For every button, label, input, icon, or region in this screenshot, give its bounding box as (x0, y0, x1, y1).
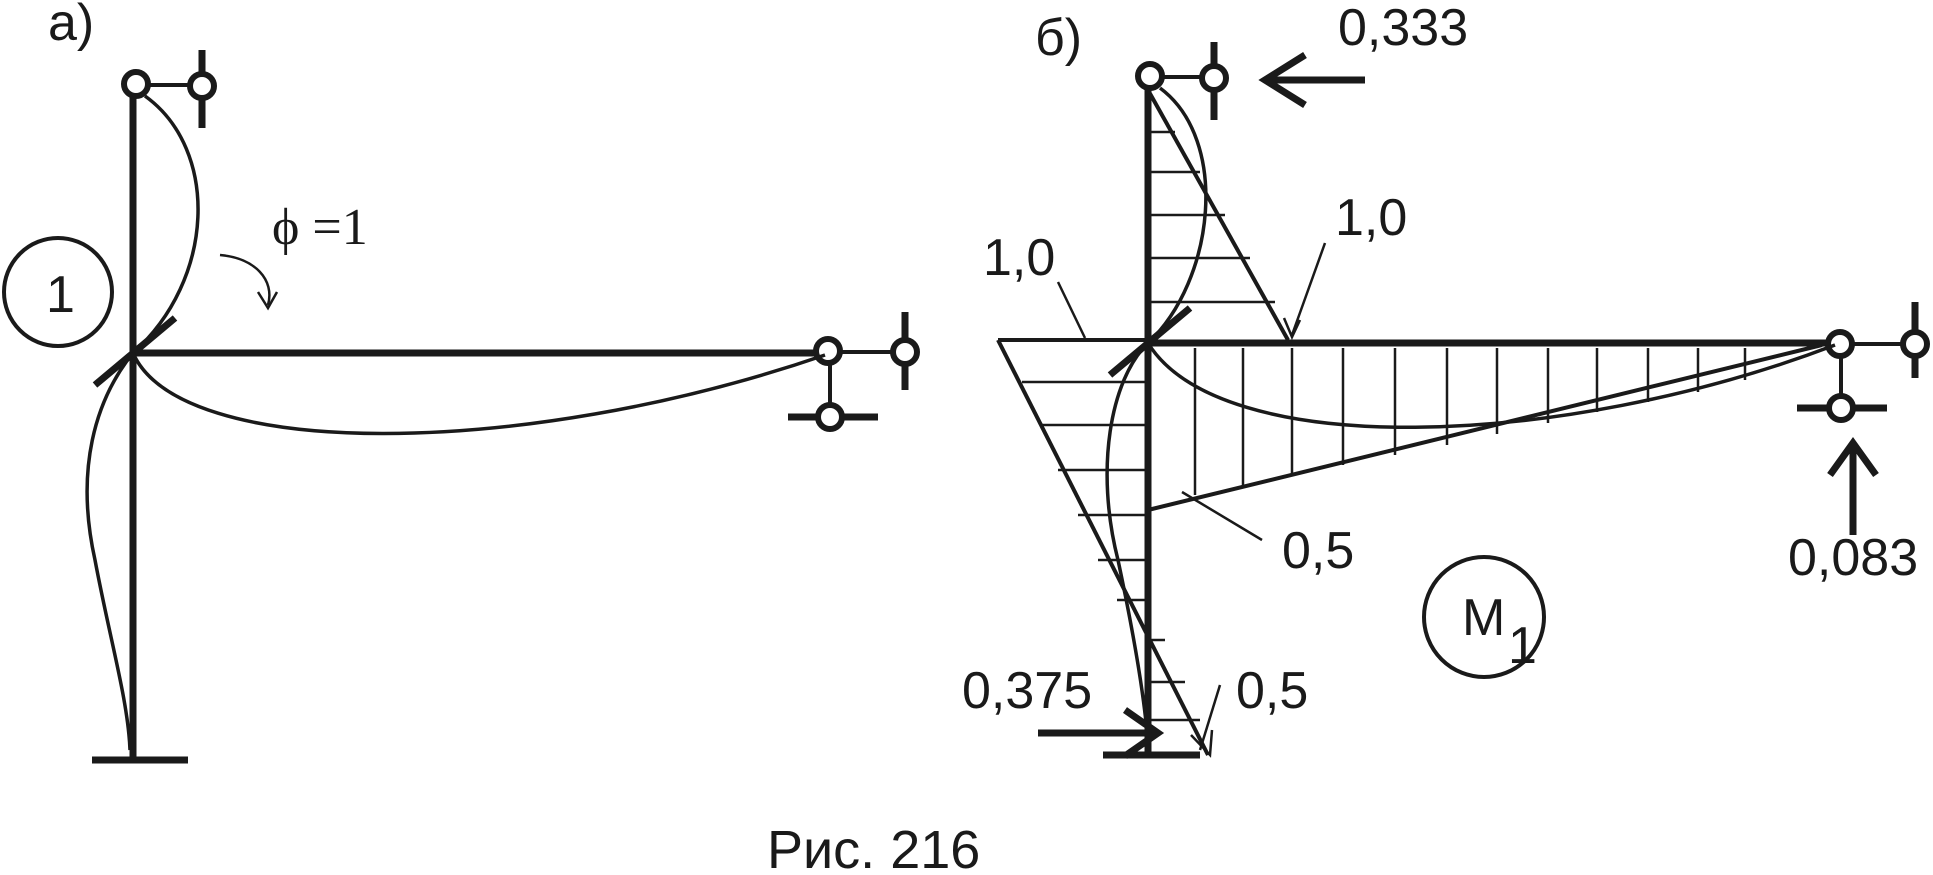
moment-outline-column (996, 339, 1210, 756)
reaction-arrowhead-top-icon (1258, 52, 1307, 108)
leader-column-top (1290, 242, 1327, 336)
diagram-name-circle (1422, 555, 1546, 679)
moment-column-bottom-label: 0,5 (1236, 662, 1308, 720)
moment-outline-column-top (1146, 89, 1290, 341)
reaction-bottom-label: 0,375 (962, 662, 1092, 720)
deflection-beam-b (1146, 342, 1836, 429)
top-hinge-a (121, 69, 151, 99)
panel-a-tag: а) (48, 0, 94, 52)
deflection-bottom-a (85, 351, 135, 751)
top-support-hinge-a (187, 71, 217, 101)
right-bottom-hinge-b (1826, 393, 1856, 423)
rotation-label: ϕ =1 (272, 199, 368, 256)
reaction-top-label: 0,333 (1338, 0, 1468, 57)
panel-b: б) (962, 0, 1930, 759)
top-hinge-b (1135, 61, 1165, 91)
top-support-hinge-b (1199, 63, 1229, 93)
diagram-name: M (1462, 589, 1505, 647)
deflection-beam-a (131, 352, 826, 436)
moment-hatch-beam (1193, 348, 1747, 495)
moment-outline-beam (1147, 343, 1823, 512)
deflection-top-b (1146, 86, 1208, 345)
reaction-arrowhead-right-icon (1827, 437, 1879, 478)
moment-column-top-label: 1,0 (1335, 189, 1407, 247)
panel-b-tag: б) (1035, 9, 1082, 67)
rotation-arrowhead-icon (256, 291, 279, 311)
rotation-arrow-icon (219, 253, 271, 306)
reaction-right-label: 0,083 (1788, 529, 1918, 587)
right-bottom-hinge-a (815, 402, 845, 432)
figure-caption: Рис. 216 (767, 820, 980, 875)
moment-hatch-column-left (1022, 380, 1148, 602)
diagram-subscript: 1 (1508, 617, 1537, 675)
right-hinge-a (813, 336, 843, 366)
moment-beam-right-label: 0,5 (1282, 522, 1354, 580)
right-hinge-b (1825, 329, 1855, 359)
leader-beam-left (1056, 281, 1087, 339)
leader-beam-right (1181, 490, 1263, 542)
deflection-top-a (131, 94, 200, 355)
deflection-bottom-b (1105, 341, 1150, 746)
moment-beam-left-label: 1,0 (983, 229, 1055, 287)
node-number: 1 (46, 266, 75, 324)
right-support-hinge-b (1900, 329, 1930, 359)
leader-arrowhead-column-bottom-icon (1190, 729, 1214, 758)
reaction-arrowhead-bottom-icon (1122, 707, 1165, 759)
panel-a: а) ϕ =1 1 (2, 0, 920, 764)
leader-arrowhead-column-top-icon (1282, 317, 1302, 341)
right-support-hinge-a (890, 337, 920, 367)
moment-hatch-column-top (1148, 130, 1275, 304)
node-number-circle (2, 236, 114, 348)
leader-column-bottom (1198, 684, 1222, 751)
